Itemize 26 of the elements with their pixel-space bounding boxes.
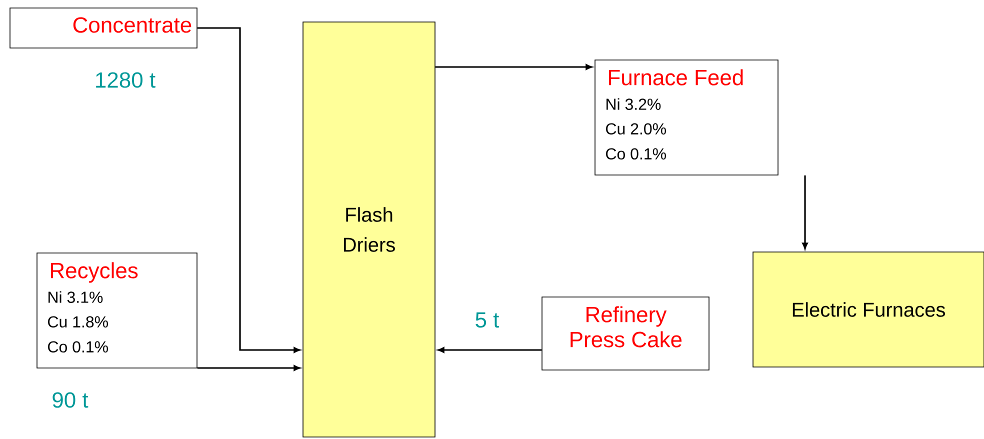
arrow bbox=[438, 347, 542, 353]
composition-line: Co 0.1% bbox=[48, 341, 108, 353]
arrow bbox=[197, 365, 300, 371]
arrow bbox=[802, 175, 808, 250]
composition-line: Cu 2.0% bbox=[606, 123, 666, 135]
box-heading: Concentrate bbox=[73, 17, 192, 33]
process-box bbox=[752, 252, 984, 368]
composition-line: Cu 1.8% bbox=[48, 316, 108, 328]
box-label: Electric Furnaces bbox=[792, 302, 945, 317]
box-heading: Refinery Press Cake bbox=[570, 306, 682, 348]
arrow bbox=[435, 64, 592, 70]
box-heading: Recycles bbox=[51, 262, 138, 283]
tonnage-label: 1280 t bbox=[96, 72, 156, 88]
process-box bbox=[302, 22, 436, 438]
material-box bbox=[36, 252, 198, 368]
arrow bbox=[197, 27, 300, 353]
material-box bbox=[10, 8, 198, 48]
material-box bbox=[594, 60, 778, 176]
composition-line: Co 0.1% bbox=[606, 148, 666, 160]
box-label: Flash Driers bbox=[344, 207, 395, 252]
tonnage-label: 90 t bbox=[52, 392, 88, 408]
material-box bbox=[542, 296, 710, 370]
composition-line: Ni 3.1% bbox=[48, 291, 103, 303]
box-heading: Furnace Feed bbox=[609, 69, 743, 86]
tonnage-label: 5 t bbox=[476, 312, 500, 328]
composition-line: Ni 3.2% bbox=[606, 98, 661, 110]
